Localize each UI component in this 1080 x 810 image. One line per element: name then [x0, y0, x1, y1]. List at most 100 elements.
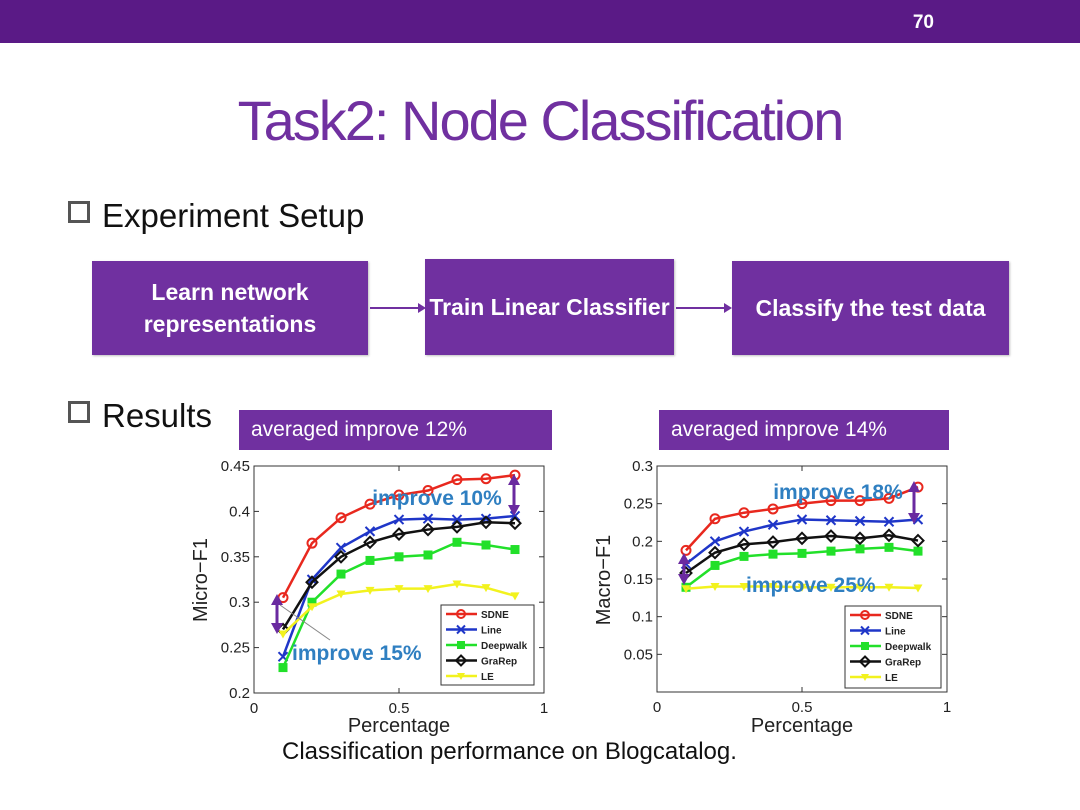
x-tick-label: 1 [943, 699, 951, 716]
data-point-line [451, 514, 463, 525]
data-point-deepwalk [826, 546, 836, 556]
x-tick-label: 0.5 [389, 700, 410, 717]
data-point-deepwalk [307, 597, 317, 607]
arrow-head [508, 474, 520, 485]
data-point-deepwalk [768, 549, 778, 559]
data-point-grarep [334, 549, 348, 564]
data-point-sdne [883, 492, 895, 504]
legend-marker [861, 642, 869, 650]
bullet-results: Results [68, 397, 212, 435]
data-point-line [393, 514, 405, 525]
y-tick-label: 0.25 [221, 640, 250, 657]
data-point-deepwalk [855, 544, 865, 554]
data-point-sdne [306, 537, 318, 549]
data-point-le [394, 585, 404, 594]
data-point-line [509, 510, 521, 522]
averaged-improve-macro: averaged improve 14% [659, 410, 949, 450]
y-tick-label: 0.2 [632, 533, 653, 550]
flow-arrow [370, 303, 426, 313]
legend-label: SDNE [885, 611, 913, 622]
y-tick-label: 0.1 [632, 609, 653, 626]
legend-label: LE [481, 672, 494, 683]
averaged-improve-micro: averaged improve 12% [239, 410, 552, 450]
data-point-line [335, 542, 347, 553]
arrow-head [908, 513, 920, 524]
data-point-le [797, 583, 807, 592]
data-point-deepwalk [365, 555, 375, 565]
annotation-pointer [279, 604, 331, 641]
data-point-sdne [738, 507, 750, 519]
flow-arrow [676, 303, 732, 313]
data-point-grarep [508, 516, 522, 531]
data-point-le [913, 584, 923, 593]
data-point-le [710, 583, 720, 592]
data-point-line [825, 515, 837, 526]
data-point-le [481, 584, 491, 593]
data-point-grarep [824, 529, 838, 543]
legend-marker [456, 609, 466, 619]
step-learn-representations: Learn network representations [92, 261, 368, 355]
data-point-line [854, 515, 866, 527]
legend-marker [858, 655, 872, 668]
data-point-deepwalk [481, 540, 491, 550]
square-bullet-icon [68, 201, 90, 223]
legend-marker [456, 624, 466, 635]
data-point-line [883, 516, 895, 527]
data-point-sdne [825, 495, 837, 507]
slide-title: Task2: Node Classification [237, 89, 845, 152]
improve-arrow [508, 474, 520, 516]
data-point-deepwalk [336, 569, 346, 579]
data-point-sdne [709, 513, 721, 525]
data-point-deepwalk [423, 550, 433, 560]
data-point-line [709, 536, 721, 547]
data-point-sdne [680, 544, 692, 556]
legend-marker [457, 641, 465, 649]
improve-arrow [678, 553, 690, 585]
data-point-grarep [479, 515, 493, 530]
arrow-head [271, 623, 283, 634]
arrow-head [271, 594, 283, 605]
legend-marker [860, 610, 870, 620]
data-point-sdne [451, 474, 463, 486]
data-point-grarep [795, 531, 809, 546]
data-point-sdne [796, 498, 808, 510]
legend-label: Deepwalk [885, 642, 932, 653]
data-point-deepwalk [452, 537, 462, 547]
series-line-grarep [281, 521, 516, 631]
data-point-grarep [363, 535, 377, 550]
data-point-grarep [911, 533, 925, 548]
data-point-sdne [767, 503, 779, 515]
bullet-experiment-setup: Experiment Setup [68, 197, 364, 235]
bullet-label: Experiment Setup [102, 197, 365, 234]
data-point-line [422, 513, 434, 524]
data-point-sdne [364, 498, 376, 510]
x-tick-label: 0 [250, 700, 258, 717]
title-bar: 70 [0, 0, 1080, 43]
improve-annotation: improve 10% [372, 487, 502, 510]
improve-arrow [908, 481, 920, 524]
legend-label: Line [481, 626, 502, 637]
data-point-le [884, 583, 894, 592]
data-point-grarep [882, 528, 896, 543]
legend-label: GraRep [481, 657, 517, 668]
data-point-line [767, 519, 779, 530]
improve-annotation: improve 25% [746, 574, 876, 597]
legend-label: GraRep [885, 658, 921, 669]
data-point-le [681, 585, 691, 594]
legend-marker [861, 674, 869, 681]
data-point-grarep [737, 537, 751, 552]
y-tick-label: 0.2 [229, 685, 250, 702]
y-tick-label: 0.3 [632, 458, 653, 475]
y-tick-label: 0.35 [221, 549, 250, 566]
arrow-head [508, 505, 520, 516]
data-point-grarep [421, 522, 435, 537]
data-point-sdne [422, 485, 434, 497]
x-tick-label: 0.5 [792, 699, 813, 716]
data-point-line [738, 526, 750, 537]
y-axis-label: Macro−F1 [593, 535, 615, 626]
data-point-grarep [766, 535, 780, 550]
